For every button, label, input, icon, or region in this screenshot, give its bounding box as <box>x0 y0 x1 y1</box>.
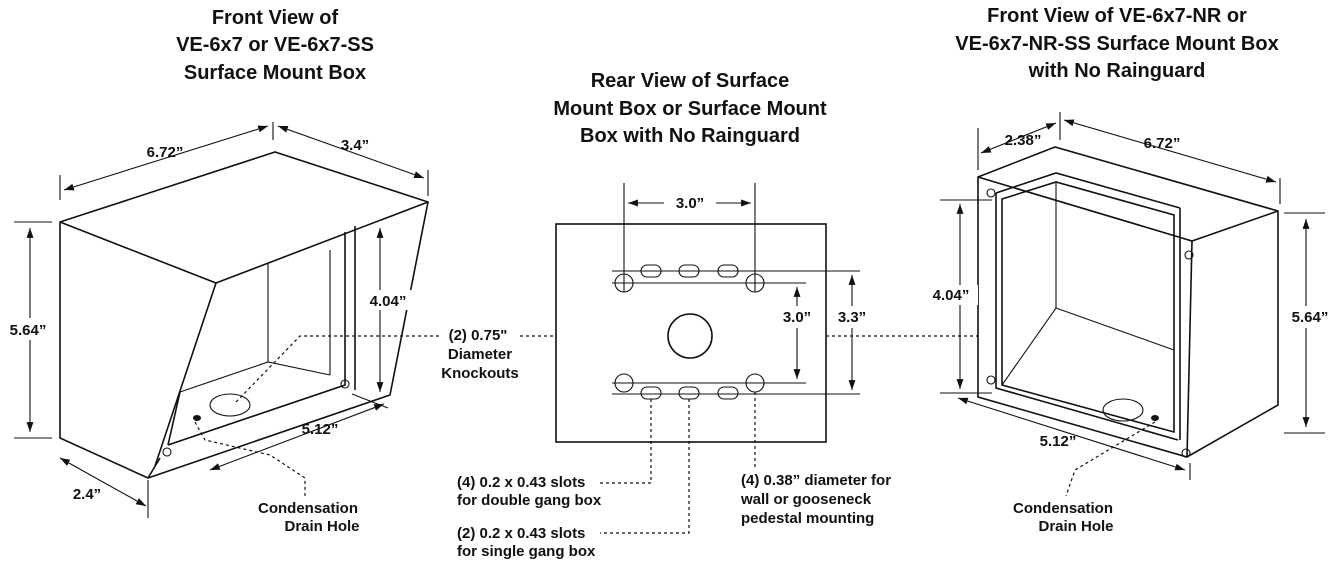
center-dim-vertical-inner: 3.0” <box>783 309 811 326</box>
mounting-holes-line-1: (4) 0.38” diameter for <box>741 472 891 489</box>
left-dim-width: 6.72” <box>147 144 184 161</box>
left-box-drawing <box>59 151 429 479</box>
right-dim-inner-width: 5.12” <box>1040 433 1077 450</box>
slots-single-line-2: for single gang box <box>457 543 596 560</box>
knockout-line-1: (2) 0.75" <box>449 327 508 344</box>
title-center-line-2: Mount Box or Surface Mount <box>553 98 827 120</box>
right-dim-height: 5.64” <box>1292 309 1329 326</box>
left-dim-depth-top: 3.4” <box>341 137 369 154</box>
title-right: Front View of VE-6x7-NR or VE-6x7-NR-SS … <box>955 5 1278 82</box>
left-dimensions: 6.72” 3.4” 5.64” 4.04” 5.12” 2.4” <box>6 122 429 518</box>
center-callouts: (4) 0.2 x 0.43 slots for double gang box… <box>457 392 891 560</box>
title-right-line-3: with No Rainguard <box>1028 60 1206 82</box>
left-condensation-callout: Condensation Drain Hole <box>194 421 360 535</box>
knockout-line-3: Knockouts <box>441 365 519 382</box>
slots-single-line-1: (2) 0.2 x 0.43 slots <box>457 525 585 542</box>
left-condensation-line-2: Drain Hole <box>284 518 359 535</box>
right-dim-depth: 2.38” <box>1005 132 1042 149</box>
title-center: Rear View of Surface Mount Box or Surfac… <box>553 70 827 147</box>
left-dim-depth-bottom: 2.4” <box>73 486 101 503</box>
left-condensation-line-1: Condensation <box>258 500 358 517</box>
knockout-line-2: Diameter <box>448 346 512 363</box>
mounting-holes-line-2: wall or gooseneck <box>740 491 872 508</box>
title-left-line-2: VE-6x7 or VE-6x7-SS <box>176 34 374 56</box>
title-center-line-1: Rear View of Surface <box>591 70 790 92</box>
title-center-line-3: Box with No Rainguard <box>580 125 800 147</box>
right-dimensions: 2.38” 6.72” 4.04” 5.64” 5.12” <box>926 112 1335 480</box>
title-left-line-1: Front View of <box>212 7 339 29</box>
left-dim-inner-width: 5.12” <box>302 421 339 438</box>
left-dim-inner-height: 4.04” <box>370 293 407 310</box>
center-dimensions: 3.0” 3.0” 3.3” <box>612 183 873 395</box>
center-dim-spacing: 3.0” <box>676 195 704 212</box>
right-condensation-line-1: Condensation <box>1013 500 1113 517</box>
title-right-line-1: Front View of VE-6x7-NR or <box>987 5 1247 27</box>
right-dim-width: 6.72” <box>1144 135 1181 152</box>
center-dim-vertical-outer: 3.3” <box>838 309 866 326</box>
right-condensation-callout: Condensation Drain Hole <box>1013 421 1156 535</box>
mounting-holes-line-3: pedestal mounting <box>741 510 874 527</box>
slots-double-line-1: (4) 0.2 x 0.43 slots <box>457 474 585 491</box>
right-condensation-line-2: Drain Hole <box>1038 518 1113 535</box>
title-left: Front View of VE-6x7 or VE-6x7-SS Surfac… <box>176 7 374 84</box>
slots-double-line-2: for double gang box <box>457 492 602 509</box>
center-rear-plate <box>555 223 827 443</box>
right-dim-inner-height: 4.04” <box>933 287 970 304</box>
title-right-line-2: VE-6x7-NR-SS Surface Mount Box <box>955 33 1278 55</box>
left-dim-height: 5.64” <box>10 322 47 339</box>
title-left-line-3: Surface Mount Box <box>184 62 366 84</box>
right-box-drawing <box>977 146 1279 458</box>
